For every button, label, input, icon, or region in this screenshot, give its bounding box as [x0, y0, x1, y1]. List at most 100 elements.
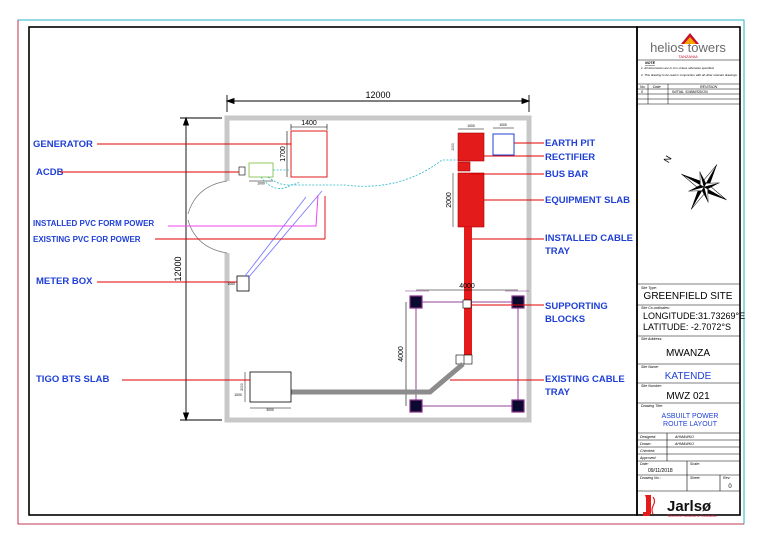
- supporting-block-se: [511, 399, 525, 413]
- label-generator: GENERATOR: [33, 139, 93, 150]
- generator-box: [290, 130, 328, 178]
- dim-site-width-text: 12000: [365, 90, 390, 100]
- dim-generator-width: 1400: [301, 120, 317, 127]
- bus-bar-box: [457, 161, 471, 172]
- note-title: NOTE: [645, 61, 656, 65]
- note-2: 2. This drawing to be read in conjunctio…: [640, 73, 738, 77]
- equipment-slab-box: [457, 172, 485, 228]
- date-label: Date:: [640, 462, 649, 466]
- site-number-label: Site Number:: [641, 384, 662, 388]
- drawing-no-label: Drawing No.:: [640, 476, 661, 480]
- dim-rectifier-text: 1000: [467, 124, 475, 128]
- dim-bts-height-text: 2000: [240, 383, 244, 391]
- installed-pvc-route: [168, 194, 319, 227]
- rev-label: Rev:: [723, 476, 730, 480]
- label-bus-bar: BUS BAR: [545, 169, 588, 180]
- rev-row-no: 0: [641, 90, 643, 94]
- rectifier-box: [457, 132, 485, 162]
- revision-table: [637, 83, 740, 105]
- sheet-frame: [17, 19, 745, 525]
- site-type: GREENFIELD SITE: [644, 291, 733, 302]
- designed-label: Designed:: [640, 435, 656, 439]
- north-arrow: [681, 164, 727, 210]
- meter-box: [236, 275, 250, 292]
- label-acdb: ACDB: [36, 167, 64, 178]
- label-equipment-slab: EQUIPMENT SLAB: [545, 195, 630, 206]
- address-label: Site Address:: [641, 337, 662, 341]
- label-installed-cable-tray-1: INSTALLED CABLE: [545, 233, 633, 244]
- title-block-rules: [637, 283, 740, 492]
- dim-meter-box-text: 1000: [227, 282, 235, 286]
- checked-label: Checked:: [640, 449, 655, 453]
- helios-logo: [681, 33, 699, 44]
- label-existing-cable-tray-2: TRAY: [545, 387, 571, 398]
- company-name: Jarlsø: [667, 498, 712, 515]
- rev-header-date: Date: [653, 85, 661, 89]
- acdb-connector: [238, 166, 246, 176]
- label-installed-pvc: INSTALLED PVC FORM POWER: [33, 219, 154, 228]
- longitude: LONGITUDE:31.73269°E: [643, 311, 745, 321]
- label-earth-pit: EARTH PIT: [545, 138, 595, 149]
- scale-label: Scale:: [690, 462, 700, 466]
- north-arrow-n: N: [662, 154, 674, 165]
- dim-bts-bottom-text: 3000: [266, 408, 274, 412]
- site-name: KATENDE: [665, 371, 712, 382]
- site-name-label: Site Name:: [641, 365, 659, 369]
- label-tigo-bts-slab: TIGO BTS SLAB: [36, 374, 110, 385]
- installed-cable-tray: [464, 227, 472, 357]
- date: 09/11/2018: [648, 468, 673, 474]
- jarlso-logo-mark: [643, 495, 656, 516]
- dim-generator-height: 1700: [280, 146, 287, 162]
- earth-pit-box: [492, 133, 515, 156]
- sheet-label: Sheet:: [690, 476, 700, 480]
- coords-label: Site Co-ordinates:: [641, 306, 670, 310]
- supporting-block-sw: [409, 399, 423, 413]
- rev-header-revision: REVISION: [700, 85, 718, 89]
- label-rectifier: RECTIFIER: [545, 152, 595, 163]
- rev-value: 0: [728, 484, 732, 490]
- drawing-title-label: Drawing Title:: [641, 404, 663, 408]
- label-existing-pvc: EXISTING PVC FOR POWER: [33, 235, 141, 244]
- dim-site-height: [180, 116, 222, 422]
- dim-rectifier-side: 1000: [451, 143, 455, 151]
- dim-acdb-text: 1000: [257, 182, 265, 186]
- dim-tower-width-text: 4000: [459, 283, 475, 290]
- latitude: LATITUDE: -2.7072°S: [643, 322, 731, 332]
- meter-box-feeders: [244, 190, 323, 279]
- dim-site-width: [225, 95, 531, 112]
- approved-label: Approved:: [639, 456, 656, 460]
- drawing-title-2: ROUTE LAYOUT: [663, 421, 718, 428]
- helios-logo-text: helios towers: [650, 40, 726, 55]
- site-gate: [187, 180, 228, 254]
- pvc-routes: [260, 159, 458, 189]
- dim-tower-height-text: 4000: [398, 346, 405, 362]
- acdb-box: [248, 162, 274, 178]
- label-supporting-blocks-1: SUPPORTING: [545, 301, 608, 312]
- supporting-block-ne: [511, 295, 525, 309]
- site-type-label: Site Type:: [641, 286, 657, 290]
- tigo-bts-slab-box: [249, 371, 292, 403]
- address: MWANZA: [666, 348, 710, 359]
- dim-earth-pit-text: 1000: [499, 123, 507, 127]
- company-sub: Telecom Solutions Tanzania: [667, 513, 717, 518]
- dim-bts-side-text: 1000: [234, 393, 242, 397]
- label-supporting-blocks-2: BLOCKS: [545, 314, 585, 325]
- note-1: 1. All dimensions are in mm unless other…: [641, 66, 715, 70]
- title-block-border: [636, 26, 741, 516]
- site-number: MWZ 021: [666, 391, 710, 402]
- label-existing-cable-tray-1: EXISTING CABLE: [545, 374, 625, 385]
- dim-equipment-slab-text: 2000: [446, 192, 453, 208]
- tray-joint-top: [462, 299, 472, 309]
- drawn: AHMAWKO: [674, 442, 694, 446]
- drawing-title-1: ASBUILT POWER: [662, 413, 719, 420]
- site-fence: [224, 115, 532, 423]
- drawn-label: Drawn:: [640, 442, 651, 446]
- dim-site-height-text: 12000: [173, 256, 183, 281]
- dim-generator: [286, 124, 328, 177]
- label-meter-box: METER BOX: [36, 276, 93, 287]
- label-installed-cable-tray-2: TRAY: [545, 246, 571, 257]
- rev-header-no: No.: [640, 85, 646, 89]
- designed: AHMAWKO: [674, 435, 694, 439]
- existing-cable-tray: [290, 362, 465, 395]
